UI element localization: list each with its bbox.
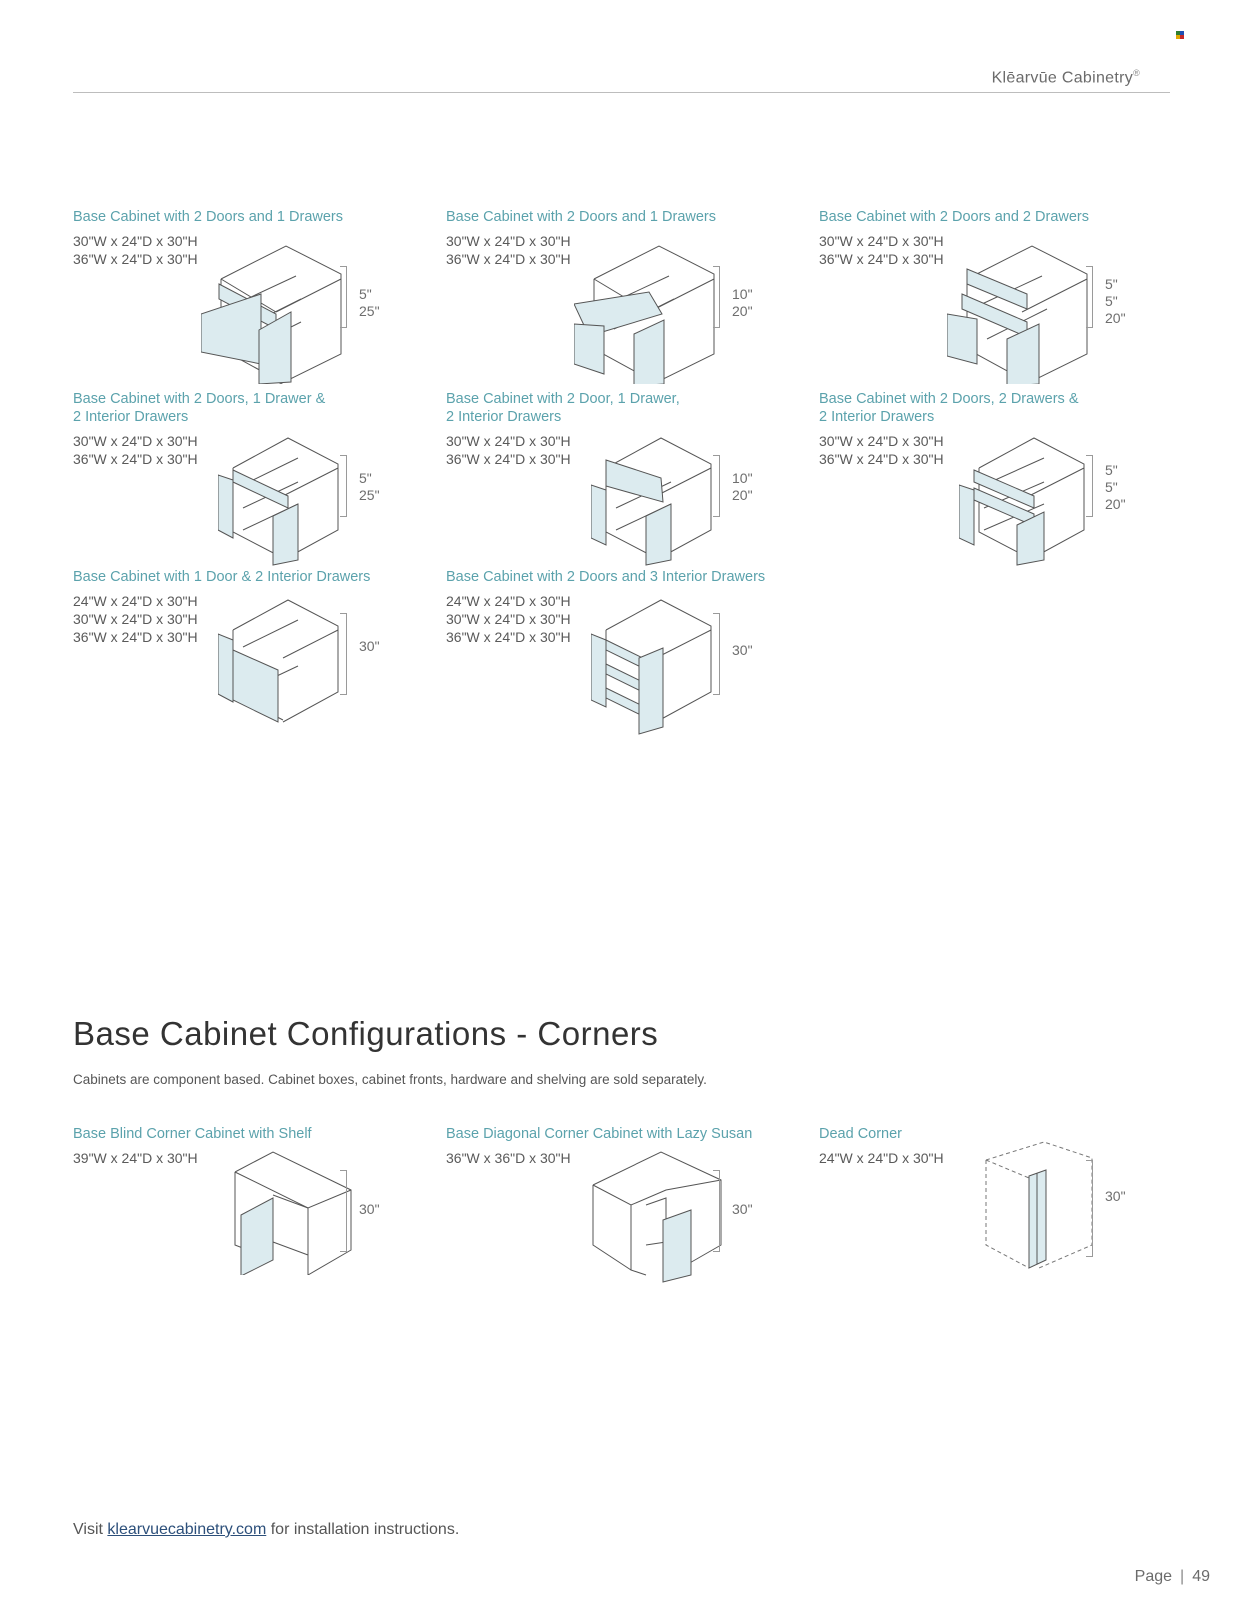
section-heading: Base Cabinet Configurations - Corners (73, 1015, 659, 1052)
corner-cabinet-drawing (234, 1151, 352, 1275)
cabinet-drawing (591, 599, 712, 735)
cabinet-drawing (218, 437, 339, 566)
cabinet-item-2: Base Cabinet with 2 Doors and 1 Drawers … (446, 208, 801, 384)
cabinet-item-6: Base Cabinet with 2 Doors, 2 Drawers &2 … (819, 390, 1174, 566)
item-measures: 5"5"20" (1105, 462, 1126, 512)
cabinet-item-1: Base Cabinet with 2 Doors and 1 Drawers … (73, 208, 428, 384)
cabinet-item-7: Base Cabinet with 1 Door & 2 Interior Dr… (73, 568, 428, 743)
item-dims: 36"W x 36"D x 30"H (446, 1150, 571, 1166)
item-title: Base Cabinet with 2 Doors and 2 Drawers (819, 209, 1089, 225)
header-rule (73, 92, 1170, 93)
cabinet-drawing (947, 245, 1088, 384)
item-title: Base Cabinet with 2 Doors and 1 Drawers (446, 209, 716, 225)
corner-item-1: Base Blind Corner Cabinet with Shelf 39"… (73, 1125, 428, 1285)
item-title: Base Cabinet with 2 Doors and 1 Drawers (73, 209, 343, 225)
item-measures: 10"20" (732, 286, 753, 319)
item-measures: 30" (732, 1201, 753, 1217)
website-link[interactable]: klearvuecabinetry.com (107, 1521, 267, 1538)
item-dims: 39"W x 24"D x 30"H (73, 1150, 198, 1166)
item-measures: 5"25" (359, 470, 380, 503)
cabinet-drawing (218, 599, 339, 723)
item-measures: 30" (359, 638, 380, 654)
item-title: Dead Corner (819, 1126, 903, 1142)
cabinet-item-3: Base Cabinet with 2 Doors and 2 Drawers … (819, 208, 1174, 384)
cabinet-drawing (591, 437, 712, 566)
item-title: Base Cabinet with 2 Doors, 1 Drawer &2 I… (73, 391, 326, 425)
corner-item-3: Dead Corner 24"W x 24"D x 30"H 30" (819, 1125, 1174, 1285)
item-title: Base Cabinet with 2 Doors, 2 Drawers &2 … (819, 391, 1079, 425)
cabinet-item-4: Base Cabinet with 2 Doors, 1 Drawer &2 I… (73, 390, 428, 566)
page-number: Page|49 (1134, 1568, 1210, 1585)
item-dims: 24"W x 24"D x 30"H (819, 1150, 944, 1166)
cabinet-drawing (201, 245, 342, 384)
item-title: Base Cabinet with 2 Doors and 3 Interior… (446, 569, 766, 585)
cabinet-item-8: Base Cabinet with 2 Doors and 3 Interior… (446, 568, 801, 743)
item-title: Base Cabinet with 2 Door, 1 Drawer,2 Int… (446, 391, 680, 425)
item-measures: 30" (359, 1201, 380, 1217)
item-title: Base Diagonal Corner Cabinet with Lazy S… (446, 1126, 753, 1142)
brand-name: Klēarvūe Cabinetry® (991, 68, 1140, 87)
corner-item-2: Base Diagonal Corner Cabinet with Lazy S… (446, 1125, 801, 1285)
cabinet-drawing (959, 437, 1085, 566)
item-measures: 5"5"20" (1105, 276, 1126, 326)
item-title: Base Cabinet with 1 Door & 2 Interior Dr… (73, 569, 371, 585)
item-title: Base Blind Corner Cabinet with Shelf (73, 1126, 312, 1142)
cabinet-item-5: Base Cabinet with 2 Door, 1 Drawer,2 Int… (446, 390, 801, 566)
cabinet-drawing (574, 245, 715, 384)
item-measures: 30" (732, 642, 753, 658)
item-measures: 10"20" (732, 470, 753, 503)
color-mark-icon (1176, 31, 1184, 39)
section-subtitle: Cabinets are component based. Cabinet bo… (73, 1072, 707, 1087)
item-measures: 5"25" (359, 286, 380, 319)
installation-note: Visit klearvuecabinetry.com for installa… (73, 1521, 460, 1538)
corner-cabinet-drawing (592, 1151, 722, 1283)
item-measures: 30" (1105, 1188, 1126, 1204)
dead-corner-drawing (985, 1141, 1093, 1269)
